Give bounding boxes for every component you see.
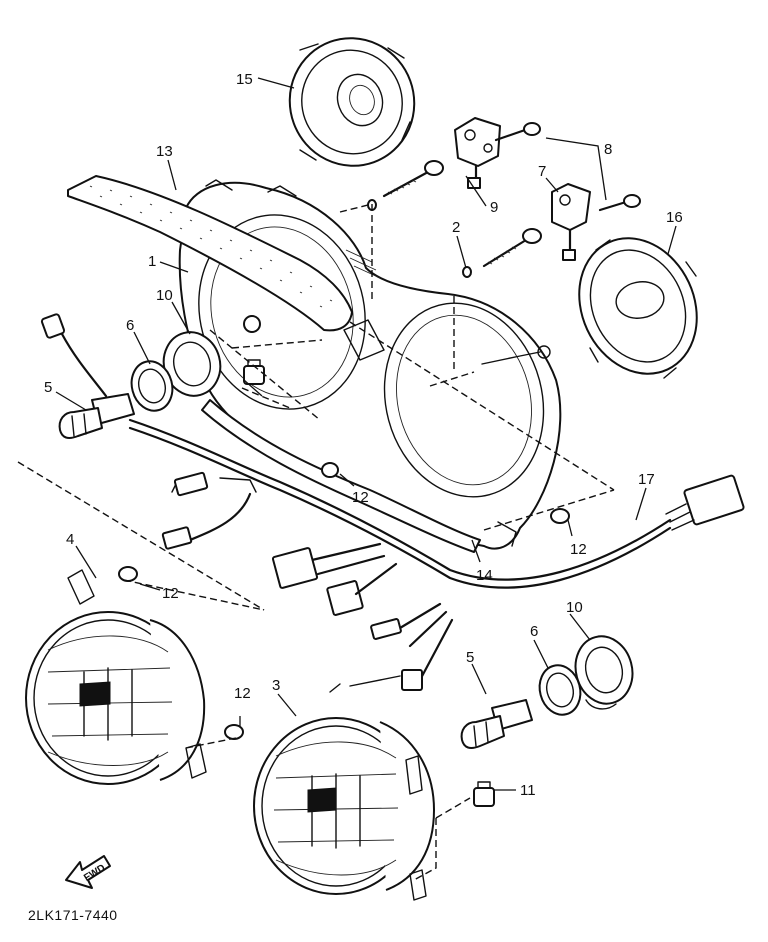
callout-5-upper: 5: [44, 379, 52, 396]
lamp-socket-10-upper: [162, 331, 222, 397]
reference-code: 2LK171-7440: [28, 907, 118, 923]
adjust-screw-9-upper: [382, 160, 444, 198]
headlight-unit-4: [25, 569, 207, 785]
headlight-unit-3: [253, 717, 435, 901]
callout-leaders: [55, 77, 677, 791]
callout-6-lower: 6: [530, 623, 538, 640]
callout-11: 11: [520, 782, 536, 799]
callout-12-left-upper: 12: [162, 585, 179, 602]
o-ring-2: [367, 199, 472, 278]
bulb-ring-6-lower: [538, 664, 582, 716]
rear-cover-16: [578, 237, 698, 379]
adjust-screw-9-lower: [482, 228, 542, 268]
grommet-12-upper: [243, 315, 261, 333]
assembly-guide-lines: [17, 203, 615, 881]
callout-4: 4: [66, 531, 74, 548]
adjuster-bracket-upper: [454, 117, 501, 189]
callout-9: 9: [490, 199, 498, 216]
callout-5-lower: 5: [466, 649, 474, 666]
screw-8-lower: [598, 194, 641, 212]
callout-2: 2: [452, 219, 460, 236]
bulb-socket-11-lower: [473, 781, 495, 807]
callout-10-upper: 10: [156, 287, 173, 304]
callout-3: 3: [272, 677, 280, 694]
callout-8: 8: [604, 141, 612, 158]
callout-13: 13: [156, 143, 173, 160]
callout-1: 1: [148, 253, 156, 270]
trim-strip-14: [201, 399, 481, 553]
callout-12-center: 12: [352, 489, 369, 506]
bulb-ring-6-upper: [130, 360, 174, 412]
fwd-arrow: FWD: [65, 855, 111, 889]
callout-10-lower: 10: [566, 599, 583, 616]
callout-7: 7: [538, 163, 546, 180]
callout-12-right: 12: [570, 541, 587, 558]
screw-8-upper: [494, 122, 541, 142]
callout-17: 17: [638, 471, 655, 488]
callout-6-upper: 6: [126, 317, 134, 334]
trim-strip-13: [67, 175, 353, 332]
callout-15: 15: [236, 71, 253, 88]
bulb-5-upper: [58, 393, 135, 439]
connector-upper-left: [40, 313, 108, 398]
wire-harness-17: [128, 418, 745, 693]
rear-cover-15: [288, 37, 416, 167]
bulb-5-lower: [460, 699, 533, 749]
callout-labels: 1 2 3 4 5 5 6 6 7 8 9 10 10 11 12 12 12 …: [44, 71, 683, 799]
adjuster-bracket-7: [551, 183, 591, 261]
callout-14: 14: [476, 567, 493, 584]
callout-16: 16: [666, 209, 683, 226]
callout-12-left-lower: 12: [234, 685, 251, 702]
